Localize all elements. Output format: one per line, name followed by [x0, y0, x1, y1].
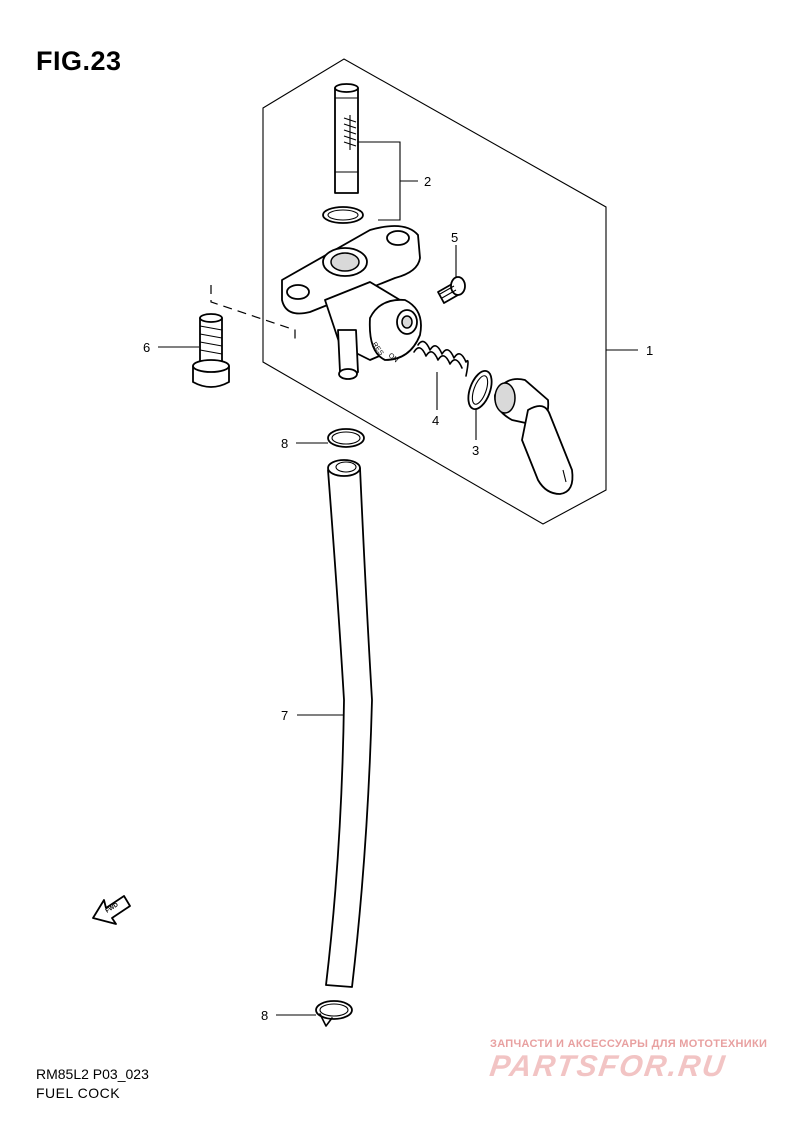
fuel-cock-body: RES ON	[281, 225, 422, 380]
callout-4: 4	[432, 413, 439, 428]
callout-8-bottom: 8	[261, 1008, 268, 1023]
watermark-logo: PARTSFOR.RU	[487, 1050, 729, 1083]
diagram-code: RM85L2 P03_023	[36, 1066, 149, 1082]
callout-1: 1	[646, 343, 653, 358]
cock-lever	[494, 378, 574, 495]
bolt-alignment-dash	[210, 285, 296, 340]
assembly-outline	[262, 58, 607, 525]
callout-3: 3	[472, 443, 479, 458]
mounting-bolt	[192, 313, 230, 388]
callout-7: 7	[281, 708, 288, 723]
hose-clamp-top	[327, 428, 365, 448]
figure-title: FIG.23	[36, 46, 122, 76]
hose-clamp-bottom	[315, 1000, 353, 1027]
callout-8-top: 8	[281, 436, 288, 451]
callout-6: 6	[143, 340, 150, 355]
lever-o-ring	[467, 369, 493, 411]
fuel-hose	[325, 459, 373, 988]
spring	[413, 340, 469, 377]
watermark-tagline: ЗАПЧАСТИ И АКСЕССУАРЫ ДЛЯ МОТОТЕХНИКИ	[490, 1038, 768, 1050]
callout-2-leader	[358, 141, 401, 221]
fwd-arrow-icon: FWD	[92, 895, 131, 925]
strainer-o-ring	[322, 206, 364, 224]
callout-2: 2	[424, 174, 431, 189]
diagram-caption: FUEL COCK	[36, 1085, 121, 1101]
fuel-strainer	[334, 83, 359, 194]
screw	[437, 276, 466, 304]
callout-5: 5	[451, 230, 458, 245]
